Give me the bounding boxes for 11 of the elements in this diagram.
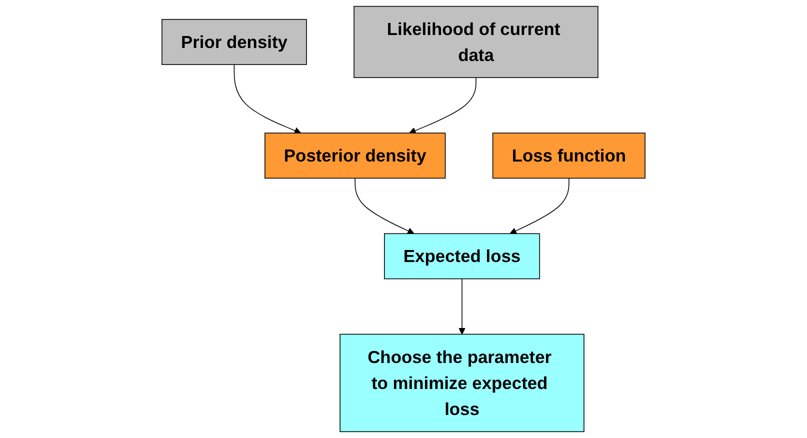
arrow	[234, 64, 302, 134]
node-box: Posterior density	[264, 132, 446, 179]
node-box: Loss function	[492, 132, 646, 179]
arrow	[458, 278, 466, 335]
node-box: Prior density	[162, 19, 307, 65]
node-box: Likelihood of current data	[354, 6, 598, 78]
arrow	[354, 178, 414, 234]
arrow	[409, 77, 476, 134]
node-box: Expected loss	[384, 233, 540, 280]
node-box: Choose the parameter to minimize expected loss	[340, 334, 584, 432]
arrow	[510, 178, 570, 234]
